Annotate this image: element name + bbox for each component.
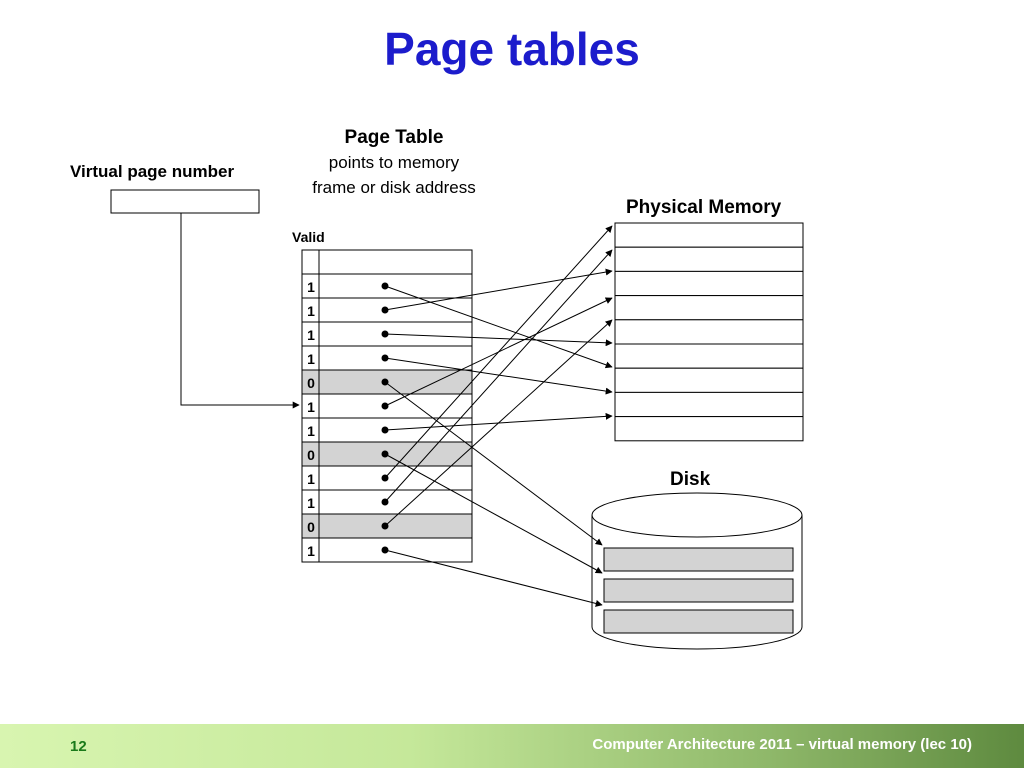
valid-bit: 1: [307, 303, 315, 319]
mapping-arrow: [384, 549, 603, 607]
mapping-arrow: [384, 249, 613, 503]
memory-frame: [614, 270, 804, 297]
valid-column-label: Valid: [292, 229, 325, 245]
memory-frame: [614, 295, 804, 321]
valid-bit: 1: [307, 471, 315, 487]
valid-bit: 0: [307, 519, 315, 535]
page-table-diagram: 1 1 1 1 0 1 1 0 1 1 0 1: [110, 189, 804, 650]
memory-frame: [614, 343, 804, 369]
mapping-arrow: [384, 319, 613, 527]
valid-bit: 1: [307, 327, 315, 343]
mapping-arrow: [384, 357, 613, 395]
valid-bit: 0: [307, 375, 315, 391]
mapping-arrow: [384, 268, 613, 311]
footer-text: Computer Architecture 2011 – virtual mem…: [592, 736, 972, 753]
memory-frame: [614, 416, 804, 442]
valid-bit: 1: [307, 543, 315, 559]
disk-label: Disk: [670, 469, 711, 490]
valid-bit: 1: [307, 495, 315, 511]
valid-bit: 1: [307, 279, 315, 295]
page-table-title: Page Table: [344, 127, 444, 148]
virtual-page-number-label: Virtual page number: [70, 162, 235, 181]
disk-block: [603, 547, 794, 572]
memory-frame: [614, 246, 804, 272]
disk-block: [603, 578, 794, 603]
virtual-page-number-box: [110, 189, 260, 214]
valid-bit: 1: [307, 351, 315, 367]
footer-bar: 12 Computer Architecture 2011 – virtual …: [0, 724, 1024, 768]
vpn-index-arrow: [180, 213, 300, 409]
mapping-arrow: [384, 225, 613, 479]
page-number: 12: [70, 738, 87, 755]
valid-bit: 1: [307, 399, 315, 415]
disk-block: [603, 609, 794, 634]
mapping-arrow: [384, 381, 603, 546]
mapping-arrow: [384, 285, 613, 369]
memory-frame: [614, 319, 804, 345]
memory-frame: [614, 222, 804, 248]
disk-blocks: [603, 547, 794, 634]
memory-frame: [614, 391, 804, 418]
valid-bit: 1: [307, 423, 315, 439]
mapping-arrow: [384, 453, 603, 574]
page-table-row: [301, 249, 473, 275]
page-mappings: [384, 225, 613, 607]
valid-bit: 0: [307, 447, 315, 463]
page-table-subtitle-1: points to memory: [328, 153, 460, 172]
physical-memory: [614, 222, 804, 442]
memory-frame: [614, 367, 804, 393]
mapping-arrow: [384, 333, 613, 347]
page-table-subtitle-2: frame or disk address: [312, 178, 476, 197]
page-table: 1 1 1 1 0 1 1 0 1 1 0 1: [301, 249, 473, 563]
slide-title: Page tables: [384, 23, 640, 75]
physical-memory-label: Physical Memory: [626, 197, 782, 218]
